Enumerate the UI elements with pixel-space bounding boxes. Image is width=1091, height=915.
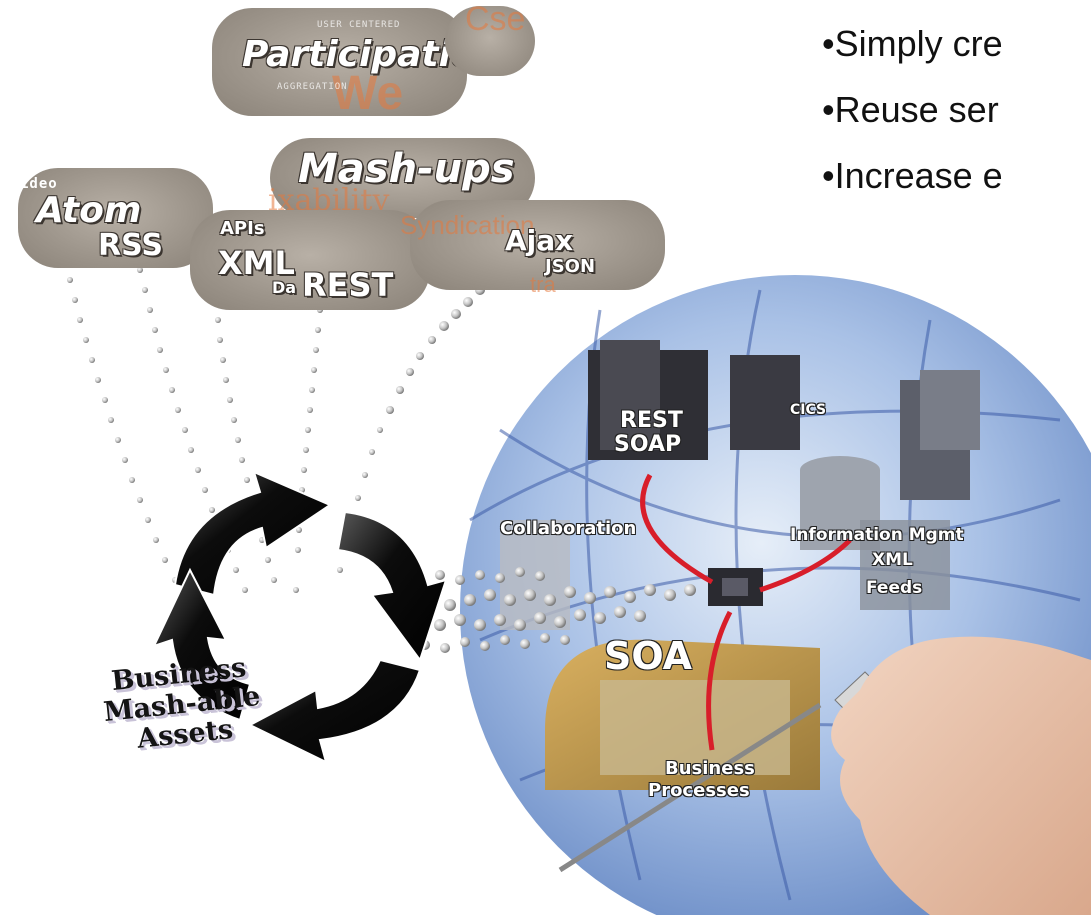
bullet-item: •Increase e xyxy=(822,155,1003,196)
globe-label-collaboration: Collaboration xyxy=(500,518,637,539)
cloud-tiny-text: ideo xyxy=(20,176,58,192)
ajax-json-cloud: Syndication Ajax JSON tra xyxy=(400,200,665,297)
json-label: JSON xyxy=(545,256,596,277)
xml-rest-cloud: APIs XML Da REST xyxy=(190,210,430,310)
red-links xyxy=(640,473,852,751)
globe-label-processes: Processes xyxy=(648,780,750,801)
ajax-label: Ajax xyxy=(505,224,574,257)
participation-cloud: We USER CENTERED AGGREGATION Participati… xyxy=(212,8,501,120)
cloud-bg-text: Syndication xyxy=(400,210,535,240)
bullet-list: •Simply cre •Reuse ser •Increase e xyxy=(822,18,1082,216)
globe-label-cics: CICS xyxy=(790,402,827,418)
cloud-bg-text: tra xyxy=(530,272,556,297)
apis-label: APIs xyxy=(220,218,265,239)
xml-label: XML xyxy=(218,244,295,282)
globe-label-feeds: Feeds xyxy=(866,578,923,598)
cloud-bg-text: Cse xyxy=(465,0,526,38)
rest-label: REST xyxy=(302,266,394,304)
globe-label-info-mgmt: Information Mgmt xyxy=(790,525,964,545)
server-towers xyxy=(588,340,980,610)
soa-panel xyxy=(545,639,820,790)
bullet-item: •Reuse ser xyxy=(822,89,999,130)
rss-label: RSS xyxy=(98,228,163,263)
business-mashable-assets-label: Business Mash-able Assets xyxy=(88,651,276,759)
globe-label-soap: SOAP xyxy=(614,432,682,457)
soa-globe xyxy=(460,275,1091,915)
building xyxy=(500,520,570,630)
globe-label-business: Business xyxy=(665,758,755,779)
globe-label-xml: XML xyxy=(872,550,913,570)
participation-cloud-tail: Cse xyxy=(445,0,535,76)
cycle-arrows-icon xyxy=(152,470,448,764)
atom-rss-cloud: ideo Atom RSS xyxy=(18,168,213,268)
bullet-item: •Simply cre xyxy=(822,23,1003,64)
hand-with-cable xyxy=(558,636,1091,915)
cloud-bg-text: We xyxy=(332,67,404,120)
cloud-tiny-text: USER CENTERED xyxy=(317,20,401,30)
atom-label: Atom xyxy=(36,190,142,231)
mashups-label: Mash-ups xyxy=(298,146,515,192)
da-label: Da xyxy=(272,278,297,297)
cloud-tiny-text: AGGREGATION xyxy=(277,82,348,92)
globe-label-soa: SOA xyxy=(604,634,693,678)
globe-label-rest: REST xyxy=(620,408,683,433)
bead-strands xyxy=(67,267,696,653)
